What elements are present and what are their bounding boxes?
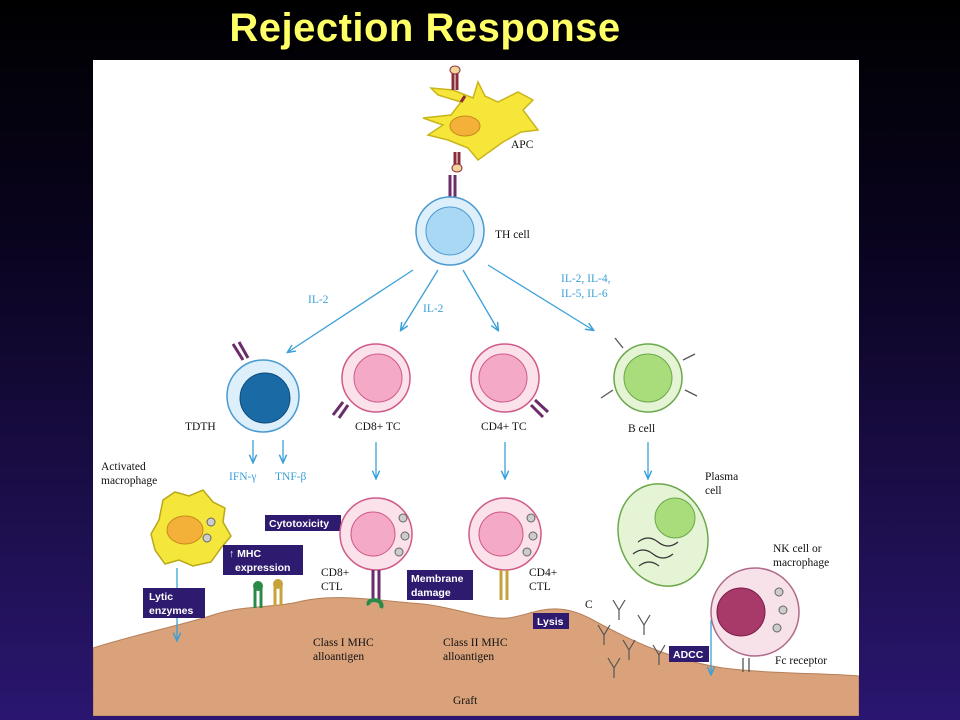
lytic-enzymes-box: Lytic enzymes <box>143 588 205 618</box>
activated-macrophage-label-2: macrophage <box>101 475 157 487</box>
lysis-box: Lysis <box>533 613 569 629</box>
th-cell <box>415 175 485 266</box>
rejection-response-diagram: Graft APC TH cell IL-2 IL-2 IL-2, IL-4, … <box>93 65 859 716</box>
plasma-cell <box>617 483 709 587</box>
apc-cell <box>422 65 540 173</box>
apc-label: APC <box>511 139 534 151</box>
b-cell <box>600 337 698 413</box>
svg-text:↑ MHC: ↑ MHC <box>229 548 261 560</box>
class1-label-1: Class I MHC <box>313 637 374 649</box>
svg-text:Lytic: Lytic <box>149 591 173 603</box>
svg-text:expression: expression <box>235 562 290 574</box>
cd4-tc-cell <box>470 343 550 419</box>
graft-label: Graft <box>453 695 478 707</box>
arrow-th-to-bcell <box>487 264 593 330</box>
svg-text:Membrane: Membrane <box>411 573 464 585</box>
plasma-cell-label-1: Plasma <box>705 471 738 483</box>
nk-label-1: NK cell or <box>773 543 822 555</box>
class1-label-2: alloantigen <box>313 651 364 663</box>
nk-label-2: macrophage <box>773 557 829 569</box>
tnf-beta-label: TNF-β <box>275 471 307 483</box>
mhc-molecules <box>253 579 283 608</box>
antibodies <box>597 599 666 678</box>
arrow-th-to-cd4 <box>462 269 498 330</box>
il2-mid-label: IL-2 <box>423 303 444 315</box>
svg-text:enzymes: enzymes <box>149 605 194 617</box>
activated-macrophage-cell <box>150 489 232 567</box>
b-cell-label: B cell <box>628 423 655 435</box>
svg-text:damage: damage <box>411 587 451 599</box>
cytokines-label-1: IL-2, IL-4, <box>561 273 611 285</box>
cd4-ctl-label-2: CTL <box>529 581 551 593</box>
cytokines-label-2: IL-5, IL-6 <box>561 288 608 300</box>
adcc-box: ADCC <box>669 646 709 662</box>
activated-macrophage-label-1: Activated <box>101 461 146 473</box>
nk-cell <box>710 567 800 672</box>
cd8-ctl-label-1: CD8+ <box>321 567 349 579</box>
cd8-tc-label: CD8+ TC <box>355 421 401 433</box>
plasma-cell-label-2: cell <box>705 485 722 497</box>
cd4-ctl-label-1: CD4+ <box>529 567 557 579</box>
cd4-ctl-cell <box>468 497 542 600</box>
mhc-expression-box: ↑ MHC expression <box>223 545 303 575</box>
svg-text:Lysis: Lysis <box>537 616 564 628</box>
cytotoxicity-box: Cytotoxicity <box>265 515 341 531</box>
svg-text:Cytotoxicity: Cytotoxicity <box>269 518 329 530</box>
th-cell-label: TH cell <box>495 229 530 241</box>
cd8-ctl-cell <box>339 497 413 609</box>
membrane-damage-box: Membrane damage <box>407 570 473 600</box>
cd8-ctl-label-2: CTL <box>321 581 343 593</box>
graft-tissue <box>93 597 859 716</box>
slide-title: Rejection Response <box>229 6 621 50</box>
il2-left-label: IL-2 <box>308 294 329 306</box>
diagram-panel: Graft APC TH cell IL-2 IL-2 IL-2, IL-4, … <box>93 60 859 716</box>
tdth-cell <box>226 341 300 433</box>
class2-label-2: alloantigen <box>443 651 494 663</box>
arrow-th-to-cd8 <box>401 269 439 330</box>
cd4-tc-label: CD4+ TC <box>481 421 527 433</box>
ifn-gamma-label: IFN-γ <box>229 471 256 483</box>
fc-receptor-label: Fc receptor <box>775 655 827 667</box>
arrow-th-to-tdth <box>288 269 414 352</box>
svg-text:ADCC: ADCC <box>673 649 704 661</box>
tdth-label: TDTH <box>185 421 216 433</box>
cd8-tc-cell <box>331 343 411 419</box>
class2-label-1: Class II MHC <box>443 637 508 649</box>
complement-label: C <box>585 599 593 611</box>
